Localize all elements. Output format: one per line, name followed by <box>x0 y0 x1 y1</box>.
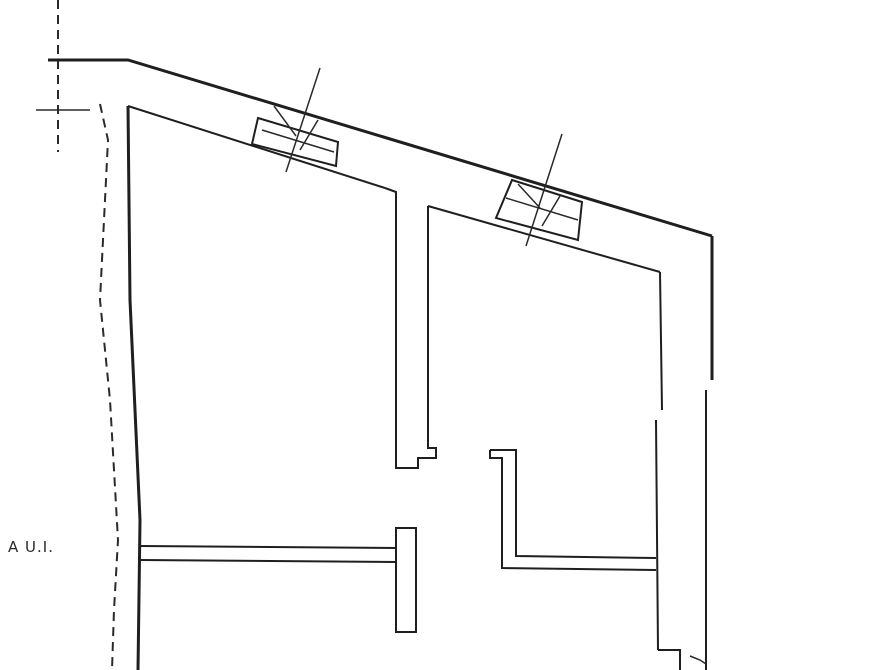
lower-left-room-wall <box>139 527 417 633</box>
corner-detail <box>658 649 707 670</box>
right-room-interior-wall <box>489 449 657 571</box>
top-exterior-wall <box>48 58 713 273</box>
central-partition-wall <box>384 187 437 469</box>
boundary-dashed-line <box>36 0 120 670</box>
window-right <box>494 133 584 247</box>
left-exterior-wall <box>126 105 142 670</box>
window-left <box>250 67 340 173</box>
right-exterior-wall <box>655 236 714 670</box>
side-label: A U.I. <box>8 538 54 556</box>
